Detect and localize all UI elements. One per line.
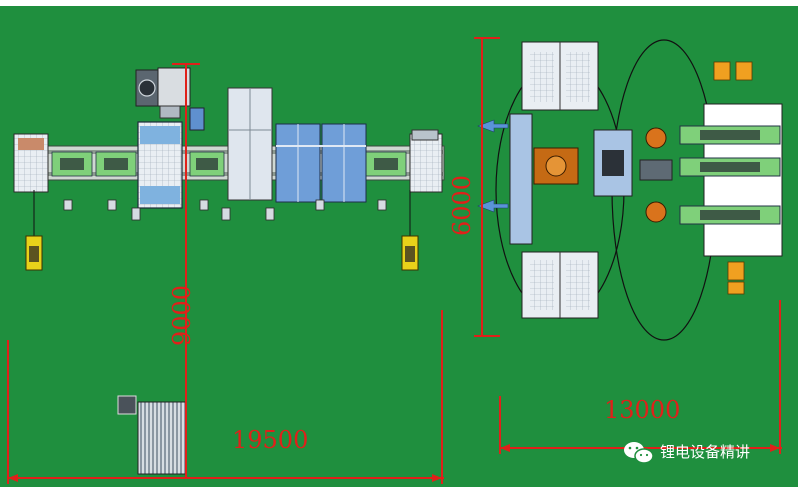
- wechat-icon: [624, 442, 654, 464]
- height-dimension-label: 9000: [168, 285, 196, 346]
- output-trays: [679, 125, 781, 225]
- operator-stands: [63, 199, 387, 221]
- watermark-text: 锂电设备精讲: [660, 443, 750, 461]
- bottom-cabinet-fan: [117, 395, 137, 415]
- top-border: [0, 0, 798, 6]
- blue-chambers: [275, 123, 367, 203]
- small-blue-box: [189, 107, 205, 131]
- bottom-cabinet: [137, 401, 187, 475]
- conveyor-modules: [51, 151, 407, 177]
- right-end-station: [409, 133, 443, 193]
- right-robots: [639, 127, 673, 223]
- cell-height-label: 6000: [448, 175, 476, 236]
- watermark: 锂电设备精讲: [624, 442, 750, 464]
- orange-bins: [713, 61, 753, 295]
- cell-width-label: 13000: [604, 396, 680, 424]
- left-production-line: [13, 67, 445, 475]
- right-robot-cell: [477, 39, 783, 341]
- width-dimension-label: 19500: [232, 426, 308, 454]
- control-cabinet: [157, 67, 191, 107]
- left-dimensions: [7, 63, 444, 484]
- feeder-unit: [509, 113, 533, 245]
